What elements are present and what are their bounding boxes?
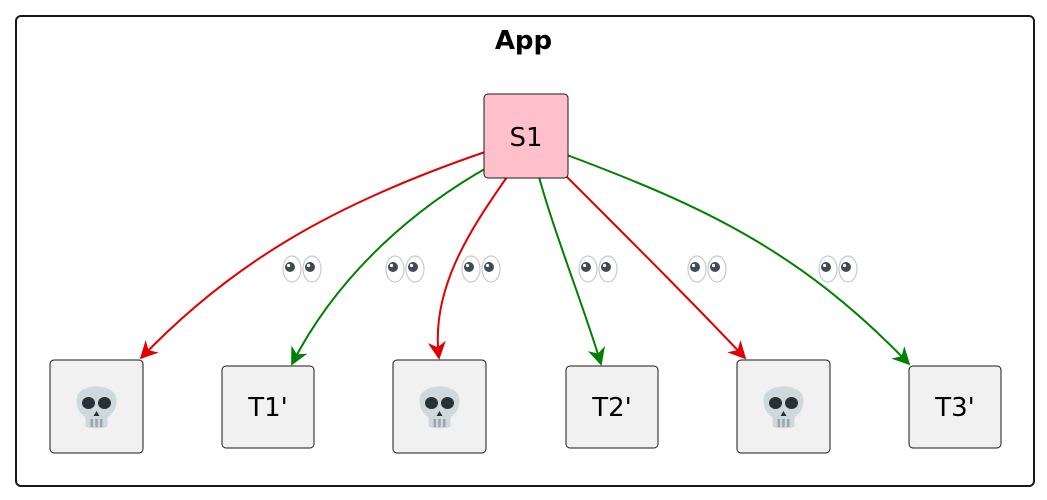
eyes-icon [282, 255, 322, 283]
edge-s1-to-t2 [538, 176, 606, 366]
node-t1[interactable]: T1' [221, 365, 315, 449]
node-t3[interactable]: T3' [908, 365, 1002, 449]
node-t1-label: T1' [247, 393, 288, 423]
eyes-icon [461, 255, 501, 283]
node-t2[interactable]: T2' [565, 365, 659, 449]
edge-s1-to-skull-3 [564, 174, 747, 360]
node-skull-2[interactable] [392, 359, 487, 454]
edge-s1-to-t1 [291, 165, 491, 366]
node-s1-label: S1 [509, 123, 542, 153]
edge-s1-to-t3 [566, 154, 911, 366]
eyes-icon [818, 255, 858, 283]
diagram-title: App [494, 26, 553, 56]
edge-s1-to-skull-2 [427, 176, 508, 360]
eyes-icon [687, 255, 727, 283]
eyes-icon [578, 255, 618, 283]
node-skull-1[interactable] [49, 359, 144, 454]
node-s1[interactable]: S1 [483, 93, 569, 179]
node-t2-label: T2' [591, 393, 632, 423]
node-skull-3[interactable] [736, 359, 831, 454]
edge-s1-to-skull-1 [139, 151, 486, 360]
eyes-icon [385, 255, 425, 283]
node-t3-label: T3' [934, 393, 975, 423]
